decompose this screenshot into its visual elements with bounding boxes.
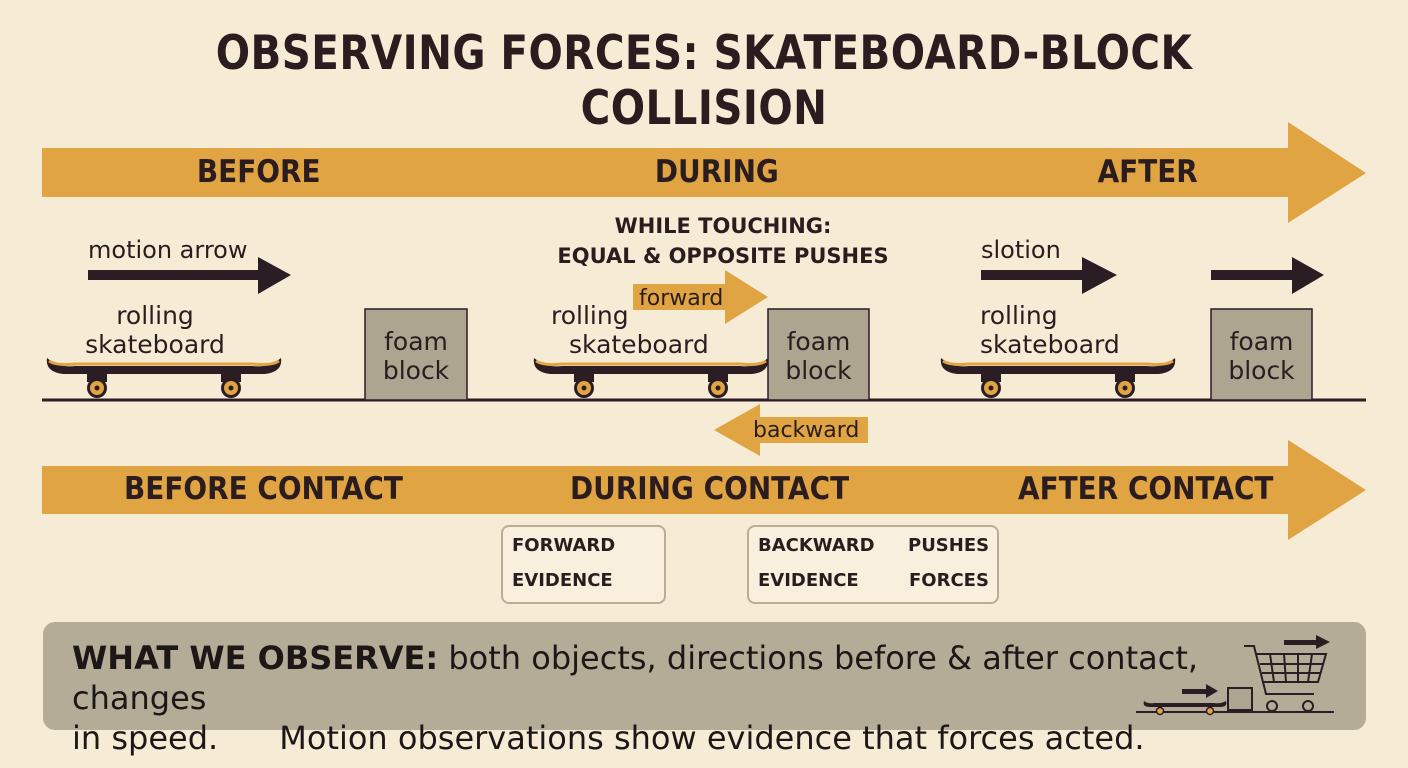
forward-arrow-icon bbox=[633, 270, 768, 324]
phase-after-label: AFTER bbox=[1097, 154, 1198, 190]
legend-box-left bbox=[501, 525, 666, 604]
during-contact-label: DURING CONTACT bbox=[570, 471, 850, 507]
shopping-cart-icon bbox=[1136, 635, 1334, 716]
legend-evidence-label-2: EVIDENCE bbox=[758, 570, 859, 591]
legend-backward-label: BACKWARD bbox=[758, 535, 875, 556]
observation-line-2: in speed. Motion observations show evide… bbox=[72, 719, 1145, 757]
legend-pushes-label: PUSHES bbox=[908, 535, 990, 556]
observation-line-1: both objects, directions before & after … bbox=[72, 639, 1199, 717]
before-foam-block-icon bbox=[364, 308, 468, 401]
legend-forces-label: FORCES bbox=[909, 570, 989, 591]
legend-forward-label: FORWARD bbox=[512, 535, 616, 556]
after-motion-arrow-icon bbox=[981, 257, 1117, 294]
before-skateboard-icon bbox=[45, 356, 283, 400]
after-foam-block-icon bbox=[1210, 308, 1313, 401]
phase-before-label: BEFORE bbox=[196, 154, 321, 190]
after-contact-label: AFTER CONTACT bbox=[1018, 471, 1274, 507]
phase-during-label: DURING bbox=[654, 154, 779, 190]
legend-evidence-label: EVIDENCE bbox=[512, 570, 613, 591]
legend-box-right bbox=[747, 525, 999, 604]
during-foam-block-icon bbox=[767, 308, 870, 401]
timeline-bottom-arrow bbox=[42, 440, 1366, 540]
before-motion-arrow-icon bbox=[88, 257, 291, 294]
before-motion-label: motion arrow bbox=[88, 236, 248, 264]
observation-text: WHAT WE OBSERVE: both objects, direction… bbox=[72, 638, 1272, 758]
forward-label: forward bbox=[639, 286, 724, 311]
during-note: WHILE TOUCHING:EQUAL & OPPOSITE PUSHES bbox=[557, 214, 889, 268]
before-contact-label: BEFORE CONTACT bbox=[124, 471, 403, 507]
timeline-top-arrow bbox=[42, 122, 1366, 223]
page-title: OBSERVING FORCES: SKATEBOARD-BLOCK COLLI… bbox=[215, 26, 1193, 136]
during-skateboard-icon bbox=[532, 356, 770, 400]
after-skateboard-icon bbox=[939, 356, 1177, 400]
backward-label: backward bbox=[753, 418, 860, 443]
after-motion-label: slotion bbox=[981, 236, 1061, 264]
observation-heading: WHAT WE OBSERVE: bbox=[72, 639, 439, 677]
after-block-motion-arrow-icon bbox=[1211, 257, 1324, 294]
backward-arrow-icon bbox=[714, 404, 868, 456]
